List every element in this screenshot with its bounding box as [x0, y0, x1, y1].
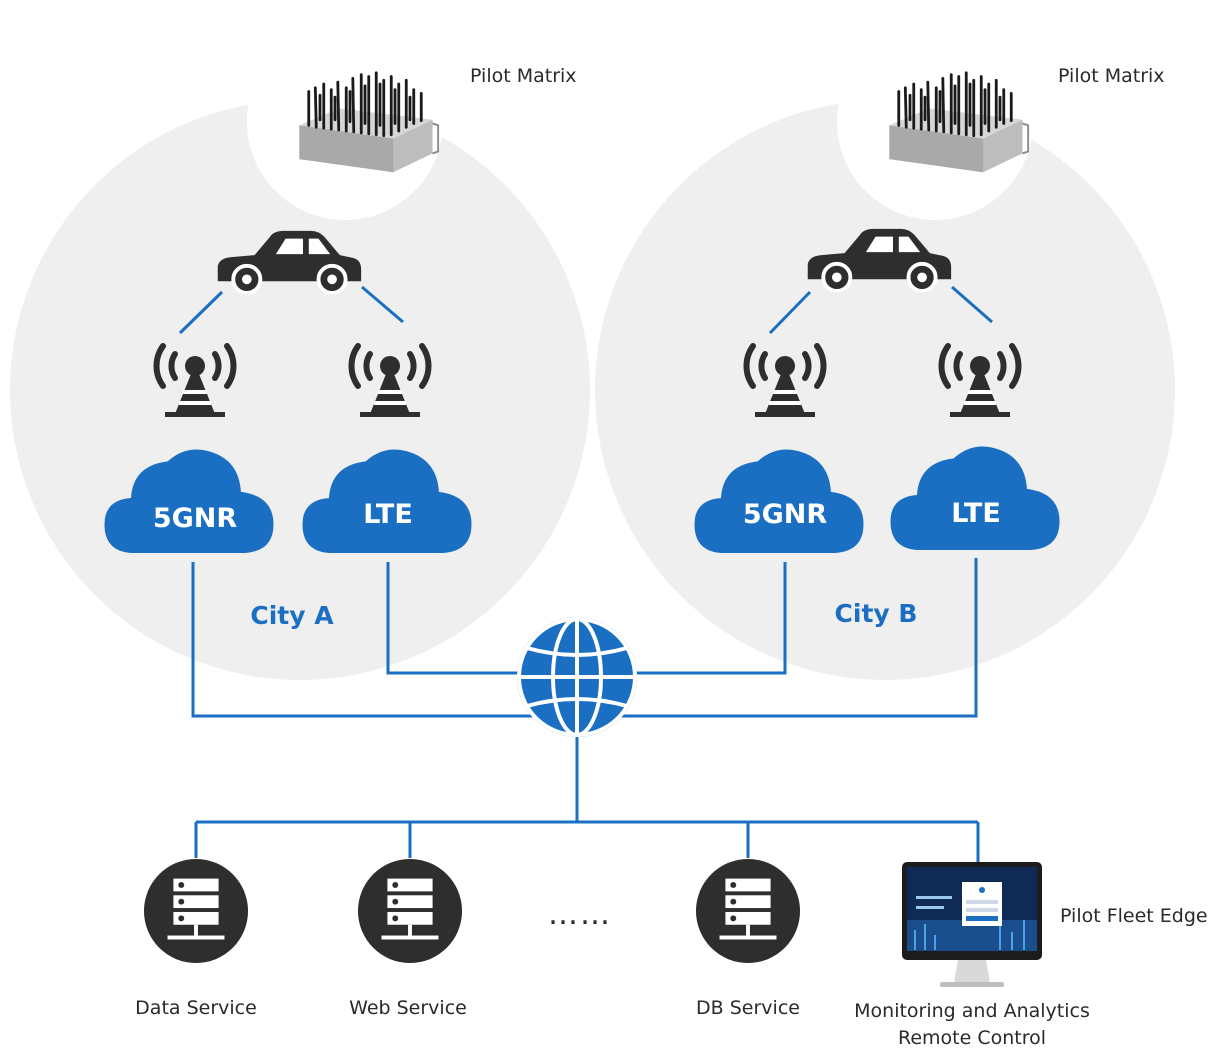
server-icon-web: [357, 858, 463, 964]
monitor-icon: [902, 862, 1042, 987]
service-label-web: Web Service: [349, 997, 467, 1019]
server-icon-db: [695, 858, 801, 964]
ellipsis-label: ……: [548, 897, 612, 932]
network-label-a-lte: LTE: [363, 499, 413, 530]
service-label-data: Data Service: [135, 997, 257, 1019]
network-label-b-5g: 5GNR: [743, 499, 828, 530]
monitoring-label: Monitoring and Analytics: [854, 1000, 1090, 1022]
city-a-zone: [10, 24, 590, 680]
network-label-b-lte: LTE: [951, 498, 1001, 529]
server-icon-data: [143, 858, 249, 964]
car-links: [178, 285, 993, 335]
city-a-label: City A: [250, 601, 334, 630]
city-b-label: City B: [835, 599, 918, 628]
pilot-matrix-label-a: Pilot Matrix: [470, 65, 577, 87]
pilot-matrix-label-b: Pilot Matrix: [1058, 65, 1165, 87]
service-label-db: DB Service: [696, 997, 800, 1019]
network-label-a-5g: 5GNR: [153, 503, 238, 534]
remote-control-label: Remote Control: [898, 1027, 1046, 1048]
backbone-links: [191, 558, 980, 862]
pilot-fleet-edge-label: Pilot Fleet Edge: [1060, 905, 1208, 927]
globe-icon: [517, 617, 637, 737]
city-b-zone: [595, 24, 1175, 680]
